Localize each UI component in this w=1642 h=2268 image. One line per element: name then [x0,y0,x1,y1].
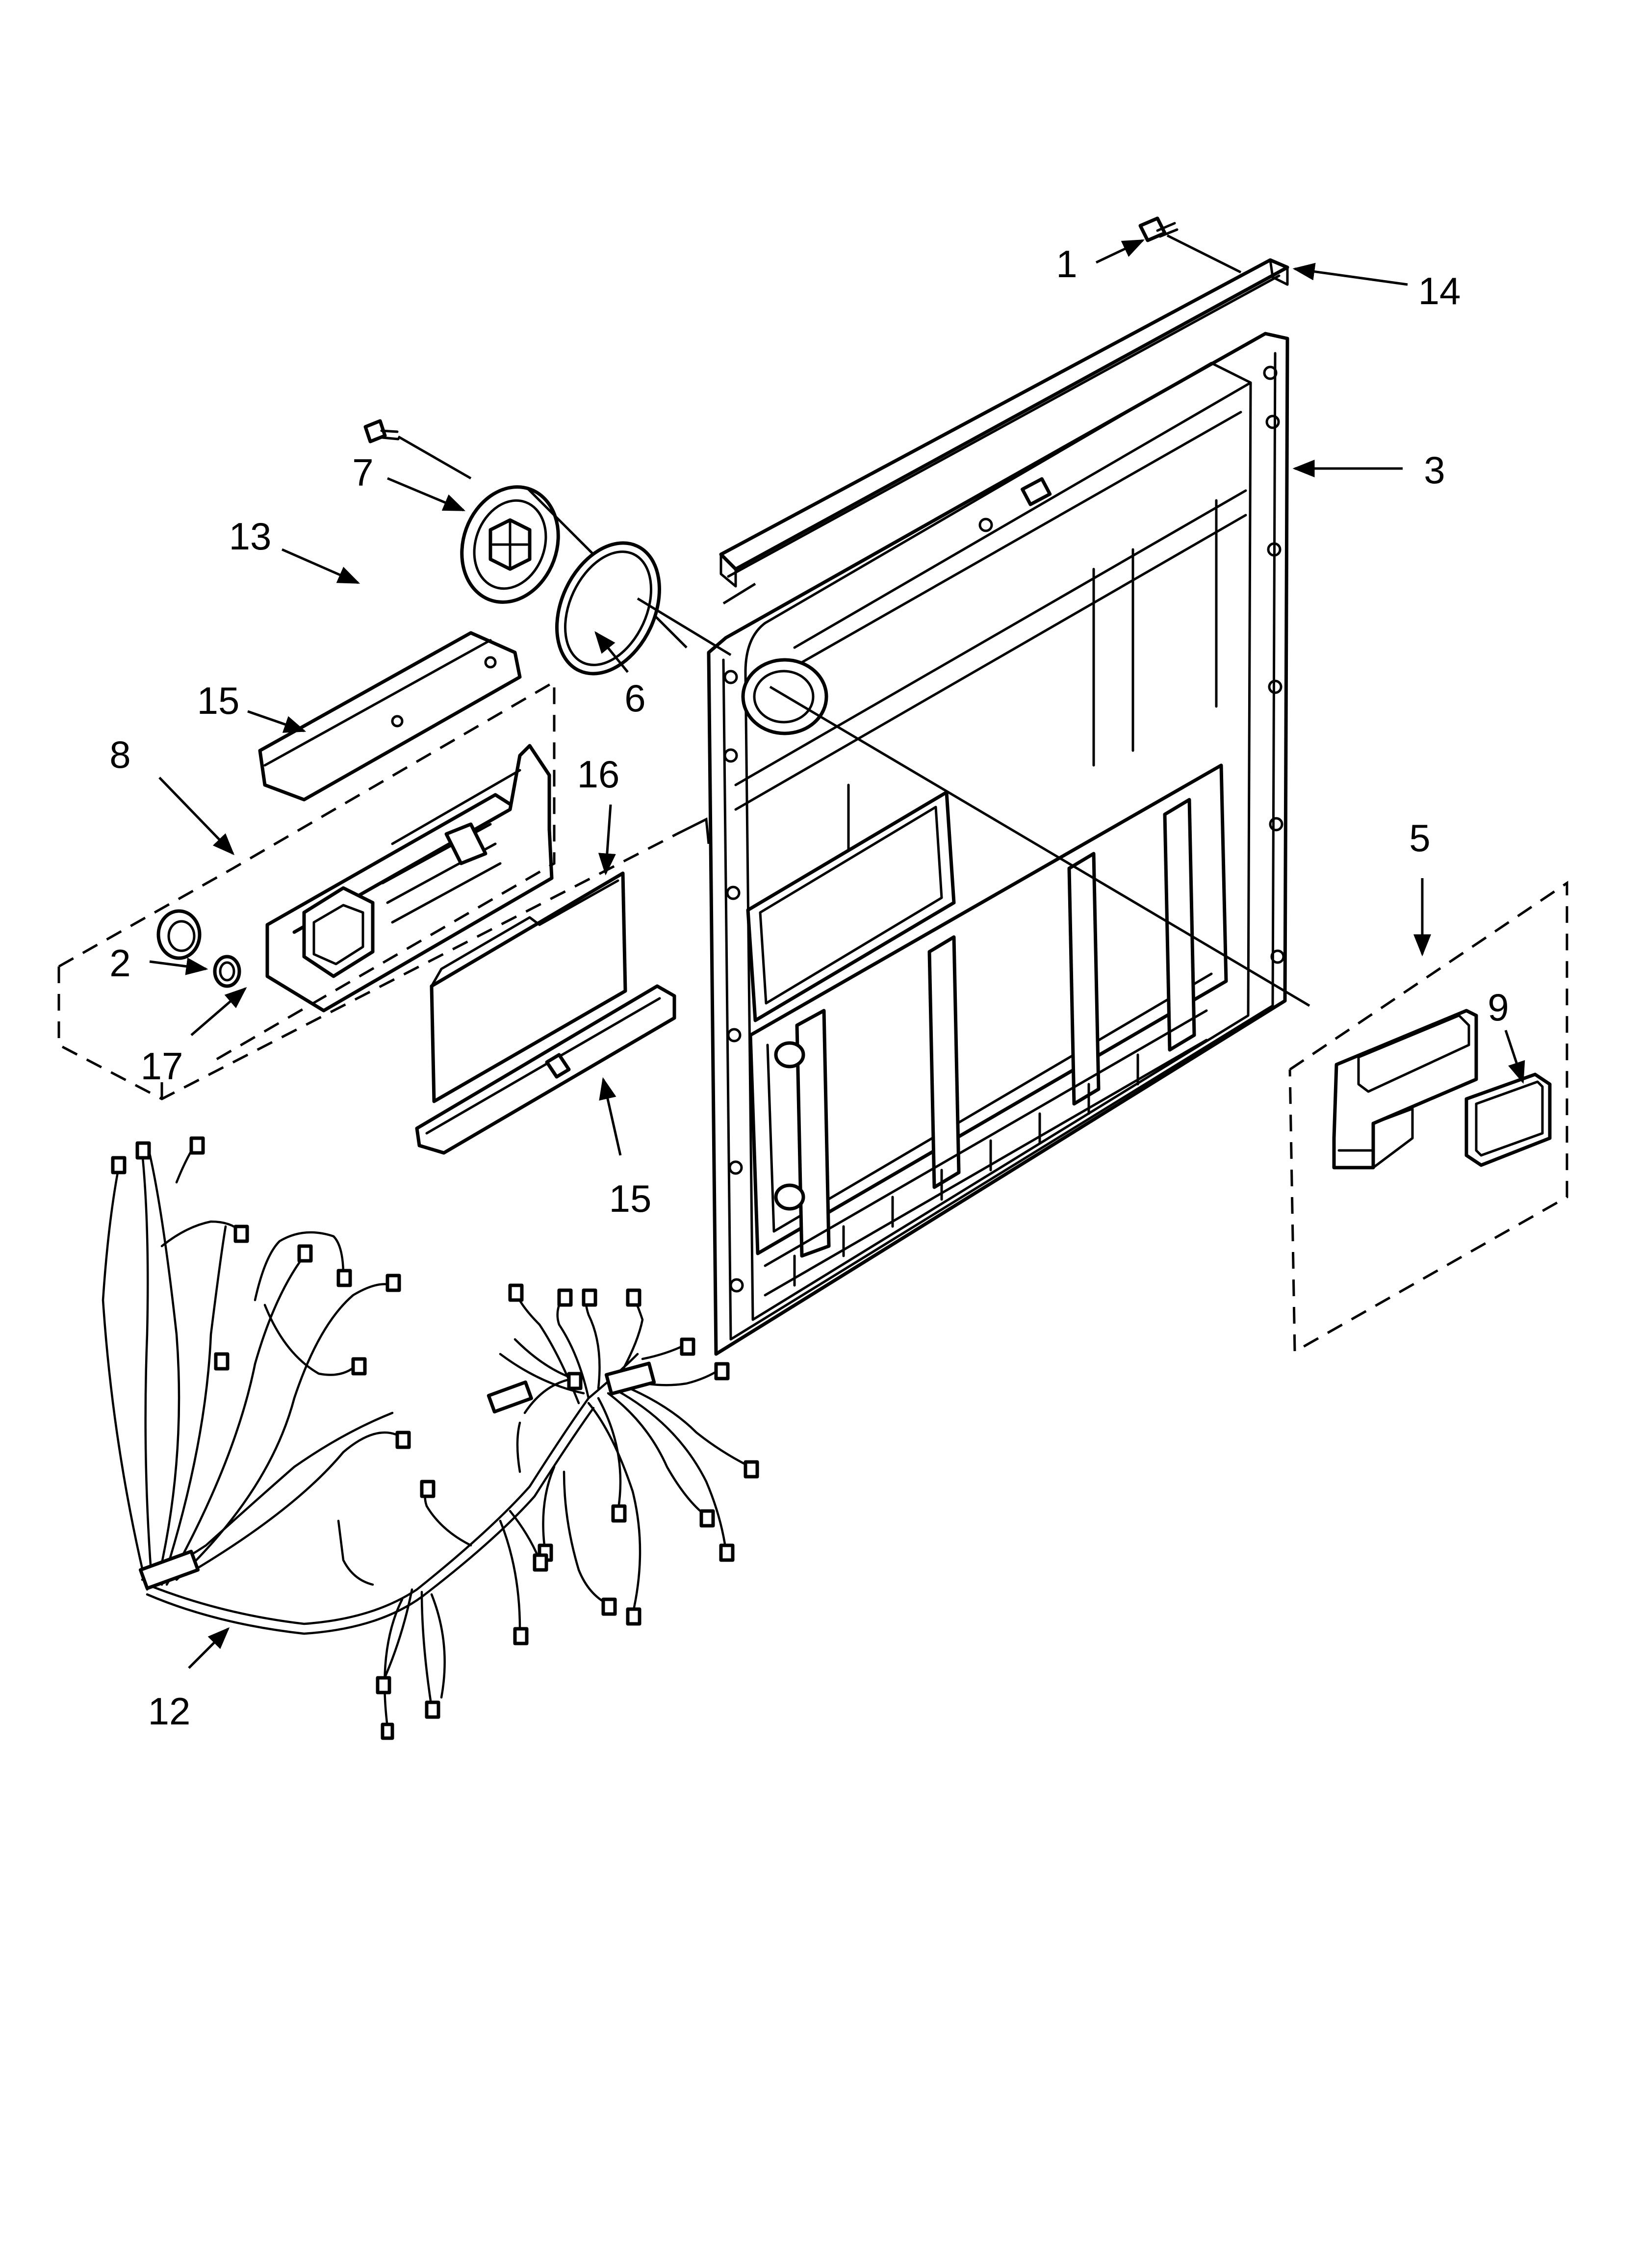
callout-9: 9 [1488,986,1509,1029]
callout-3: 3 [1424,448,1445,492]
top-trim-strip [719,258,1289,588]
hinge-seal [1464,1072,1552,1167]
callout-5: 5 [1409,816,1430,860]
inner-door-panel [707,332,1289,1356]
callout-7: 7 [352,451,373,494]
callout-16: 16 [577,753,620,796]
callout-labels: 1 14 3 7 13 6 15 8 16 2 17 15 5 9 12 [109,242,1509,1733]
wiring-harness [102,1136,759,1740]
connector-lines [676,582,1310,1007]
callout-8: 8 [109,733,130,776]
vent-cover [460,485,688,649]
callout-1: 1 [1056,242,1077,286]
knob-part-2 [156,909,202,960]
screw-part-13 [363,419,472,480]
screw-part-1 [1138,216,1242,274]
group-box-control [57,679,678,1100]
callout-15-lower: 15 [609,1177,652,1220]
callout-arrows [149,239,1525,1669]
control-panel-bracket-upper [258,631,522,802]
o-ring-part-17 [213,955,241,988]
callout-13: 13 [229,515,272,558]
control-panel-bracket-lower [415,984,676,1155]
harness-connectors [111,1136,759,1740]
vent-gasket [555,541,732,676]
control-module [265,744,554,1013]
hinge-housing [1332,1009,1478,1170]
callout-17: 17 [141,1044,183,1088]
callout-14: 14 [1418,269,1461,313]
callout-6: 6 [624,677,645,720]
callout-12: 12 [148,1690,191,1733]
callout-2: 2 [109,941,130,985]
callout-15-upper: 15 [197,679,240,722]
insulation-sheet [430,871,627,1103]
group-box-hinge [1288,881,1568,1354]
